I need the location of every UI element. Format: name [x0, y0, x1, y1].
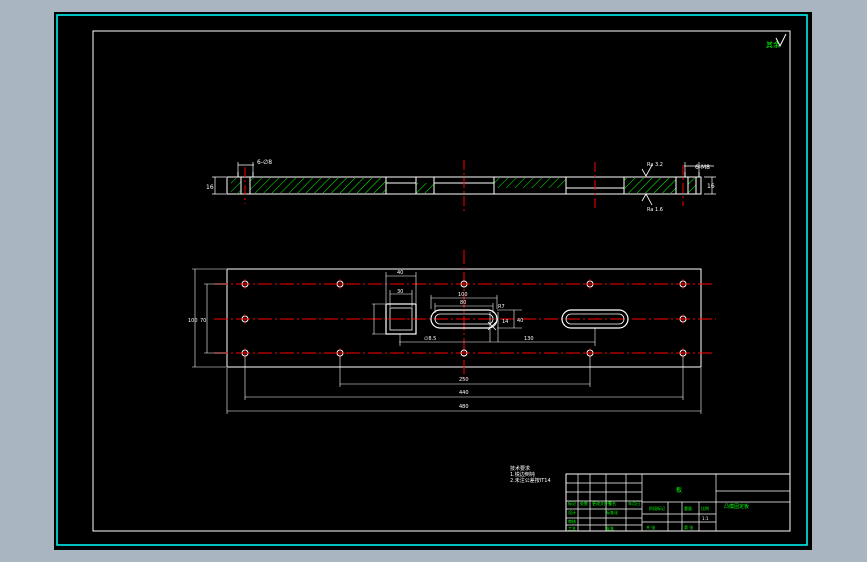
tech-requirements: 技术要求 1.锐边倒钝 2.未注公差按IT14: [510, 465, 551, 484]
section-outline: [226, 176, 702, 195]
scale-value: 1:1: [702, 516, 709, 521]
label-count: 处数: [580, 500, 588, 506]
drawing-border: [92, 30, 791, 532]
plan-bottom-dim-2: 440: [459, 390, 469, 396]
tech-requirements-title: 技术要求: [510, 465, 530, 472]
plan-height-dim-lines: [192, 268, 226, 368]
label-approve: 批准: [606, 525, 614, 531]
plan-height-outer-dim: 100: [188, 318, 198, 324]
label-stage-mark: 阶段标记: [649, 505, 665, 511]
surface-mark-2: Ra 1.6: [647, 207, 663, 213]
section-hatch-3: [416, 183, 434, 193]
section-hatch-5: [624, 178, 676, 193]
section-centerlines: [244, 160, 684, 212]
label-date: 年月日: [628, 500, 640, 506]
title-block: 板 凸模固定板 标记 处数 更改文件号 签名 年月日 设计 标准化 审核 工艺 …: [565, 473, 791, 532]
slot-width-dim: 14: [502, 319, 508, 325]
plan-bottom-dim-lines: [226, 356, 702, 414]
square-dim-lines: [372, 272, 417, 335]
square-outer-dim: 40: [397, 270, 403, 276]
surface-mark-icon-2: [641, 193, 653, 206]
section-left-dim-lines: [212, 176, 226, 195]
label-mark: 标记: [568, 500, 576, 506]
label-sheets-total: 共 张: [646, 524, 655, 530]
title-block-frame: [565, 473, 791, 532]
slot-dim-lines: [399, 295, 596, 346]
slot-end-dim: R7: [498, 304, 505, 310]
drawing-name: 凸模固定板: [724, 503, 749, 510]
square-inner-dim: 30: [397, 289, 403, 295]
tech-requirement-1: 1.锐边倒钝: [510, 471, 535, 478]
label-standardization: 标准化: [606, 509, 618, 515]
section-hatch-6: [688, 178, 696, 193]
label-review: 审核: [568, 518, 576, 524]
surface-mark-icon: [641, 164, 653, 177]
label-sheet-no: 第 张: [684, 524, 693, 530]
roughness-note-text: 其余: [766, 40, 780, 49]
section-left-dim: 16: [206, 184, 214, 191]
slot-length-dim: 100: [458, 292, 468, 298]
section-hatch-4: [494, 178, 566, 188]
part-name: 板: [676, 486, 682, 494]
slot-1-outer: [430, 309, 498, 329]
label-designer: 设计: [568, 509, 576, 515]
plan-view: 40 30 100 80 R7 14 40 ∅8.5 130 100 70 25…: [188, 250, 716, 414]
plan-bottom-dim-1: 250: [459, 377, 469, 383]
title-block-grid: [566, 474, 790, 531]
roughness-note: 其余: [766, 33, 787, 49]
surface-mark-1: Ra 3.2: [647, 162, 663, 168]
section-hatch-2: [250, 178, 386, 193]
slot-1-inner: [434, 313, 494, 325]
label-signature: 签名: [608, 500, 616, 506]
cad-viewport[interactable]: 其余 16 6-∅8 6-M8 16 Ra 3.2 Ra 1.6: [54, 12, 812, 550]
drawing-outer-frame: [56, 14, 808, 546]
label-scale: 比例: [701, 505, 709, 511]
plan-bottom-dim-3: 480: [459, 404, 469, 410]
plan-height-inner-dim: 70: [200, 318, 206, 324]
section-top-dim: 6-∅8: [257, 159, 272, 166]
section-counterbores: [237, 172, 700, 177]
section-right-dim: 6-M8: [695, 164, 710, 171]
section-top-dim-lines: [237, 162, 254, 174]
section-hatch-1: [231, 178, 241, 193]
slot-spacing-dim: 130: [524, 336, 534, 342]
label-weight: 重量: [684, 505, 692, 511]
slot-inner-dim: 80: [460, 300, 466, 306]
cad-drawing[interactable]: 其余 16 6-∅8 6-M8 16 Ra 3.2 Ra 1.6: [54, 12, 812, 550]
slot-position-dim: ∅8.5: [424, 336, 436, 342]
section-right-dim-lines: [684, 162, 716, 195]
section-view: 16 6-∅8 6-M8 16 Ra 3.2 Ra 1.6: [206, 159, 716, 213]
label-change-doc: 更改文件号: [592, 500, 612, 506]
section-right-side-dim: 16: [707, 183, 715, 190]
slot-2-inner: [565, 313, 625, 325]
tech-requirement-2: 2.未注公差按IT14: [510, 477, 551, 484]
plan-hole-marks: [240, 279, 688, 358]
slot-height-dim: 40: [517, 318, 523, 324]
label-process: 工艺: [568, 526, 576, 531]
slot-marker-icon: [487, 321, 497, 331]
roughness-symbol-icon: [775, 33, 787, 48]
